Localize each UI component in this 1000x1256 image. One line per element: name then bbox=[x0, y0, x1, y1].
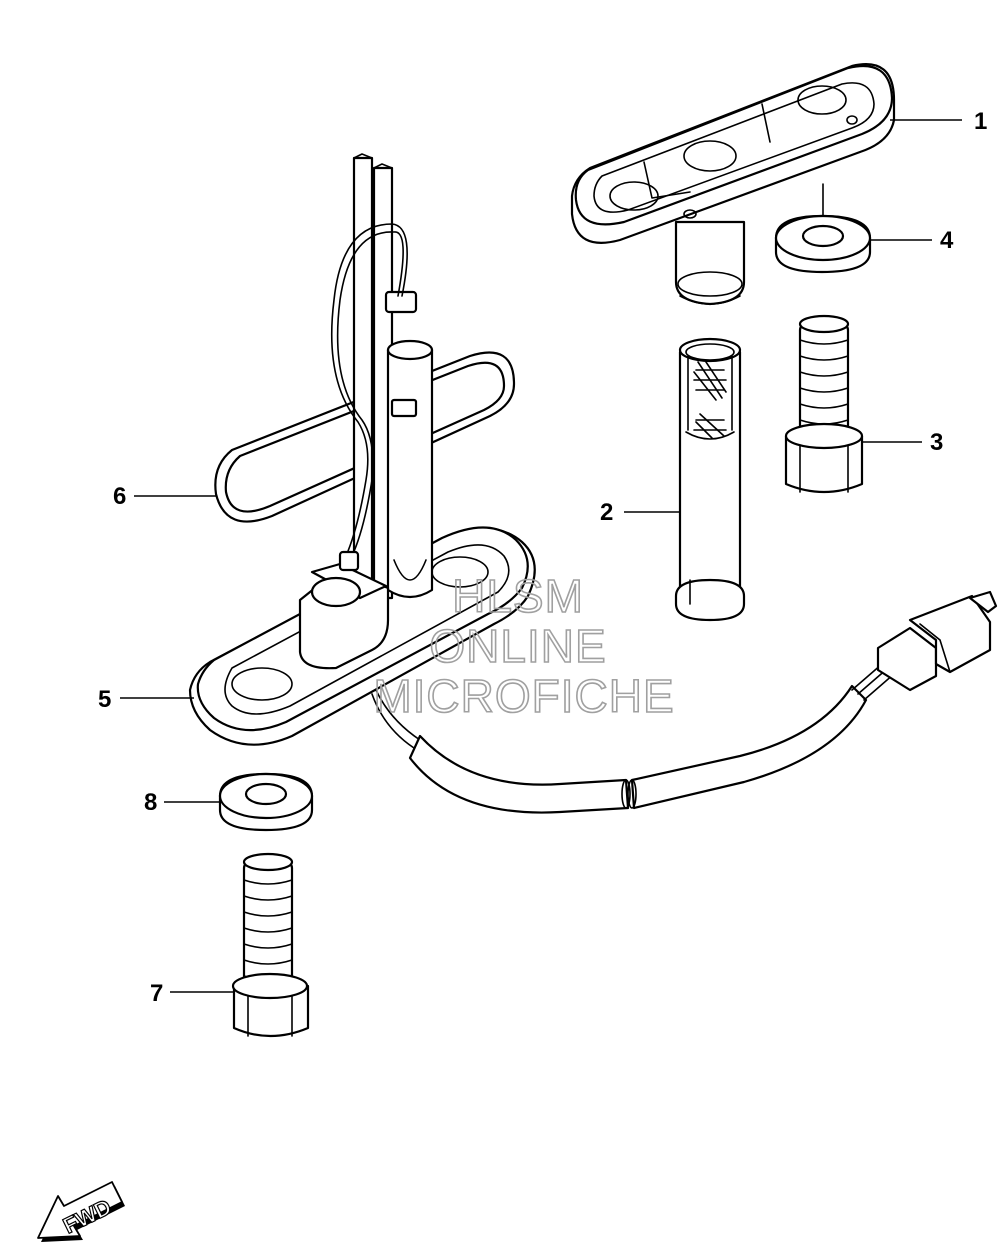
part-3-bolt[interactable] bbox=[784, 314, 864, 494]
watermark-line-3: MICROFICHE bbox=[373, 670, 674, 722]
callout-7[interactable]: 7 bbox=[150, 980, 163, 1007]
part-2-filter[interactable] bbox=[674, 337, 746, 622]
watermark: HLSM ONLINE MICROFICHE bbox=[373, 569, 675, 723]
part-7-bolt[interactable] bbox=[231, 852, 310, 1038]
watermark-line-2: ONLINE bbox=[429, 620, 606, 672]
callout-3[interactable]: 3 bbox=[930, 429, 943, 456]
callout-2[interactable]: 2 bbox=[600, 499, 613, 526]
callout-4[interactable]: 4 bbox=[940, 227, 954, 254]
sensor-cable bbox=[408, 590, 998, 814]
forward-arrow-icon: FWD bbox=[37, 1181, 125, 1242]
callout-5[interactable]: 5 bbox=[98, 686, 111, 713]
part-4-washer[interactable] bbox=[774, 214, 872, 274]
part-1-bracket[interactable] bbox=[570, 63, 896, 306]
callout-8[interactable]: 8 bbox=[144, 789, 157, 816]
callout-1[interactable]: 1 bbox=[974, 108, 987, 135]
watermark-line-1: HLSM bbox=[452, 570, 584, 622]
sensor-probe bbox=[298, 153, 434, 749]
callout-6[interactable]: 6 bbox=[113, 483, 126, 510]
part-8-washer[interactable] bbox=[218, 772, 314, 832]
